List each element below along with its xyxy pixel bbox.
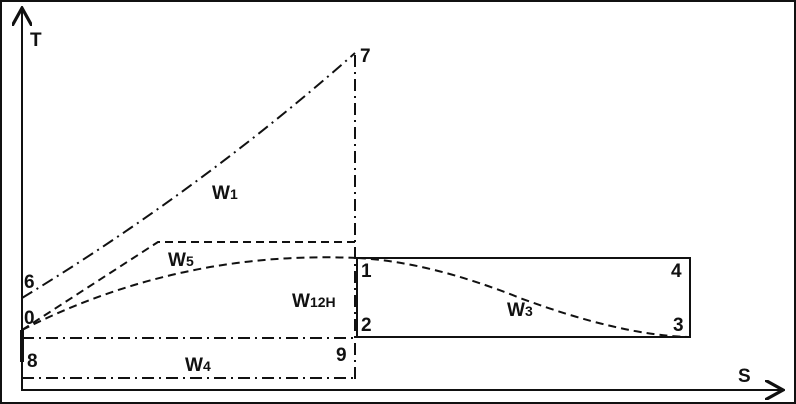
t-axis-label: T bbox=[30, 30, 42, 51]
rect-1-2-3-4 bbox=[356, 257, 691, 338]
curve-0-1 bbox=[21, 256, 358, 331]
point-4: 4 bbox=[671, 261, 682, 282]
point-6: 6 bbox=[24, 272, 35, 293]
point-3: 3 bbox=[673, 315, 684, 336]
line-6-7 bbox=[21, 52, 356, 299]
curve-1-3 bbox=[357, 257, 689, 338]
label-w12h: W12H bbox=[292, 291, 336, 312]
point-8: 8 bbox=[27, 351, 38, 372]
point-1: 1 bbox=[361, 261, 372, 282]
point-9: 9 bbox=[336, 345, 347, 366]
label-w1: W1 bbox=[212, 183, 238, 204]
point-7: 7 bbox=[360, 46, 371, 67]
label-w5: W5 bbox=[168, 250, 194, 271]
label-w4: W4 bbox=[185, 355, 211, 376]
label-w3: W3 bbox=[507, 300, 533, 321]
line-w5 bbox=[21, 241, 356, 331]
point-0: 0 bbox=[24, 308, 35, 329]
s-axis-label: S bbox=[738, 366, 751, 387]
point-2: 2 bbox=[361, 315, 372, 336]
